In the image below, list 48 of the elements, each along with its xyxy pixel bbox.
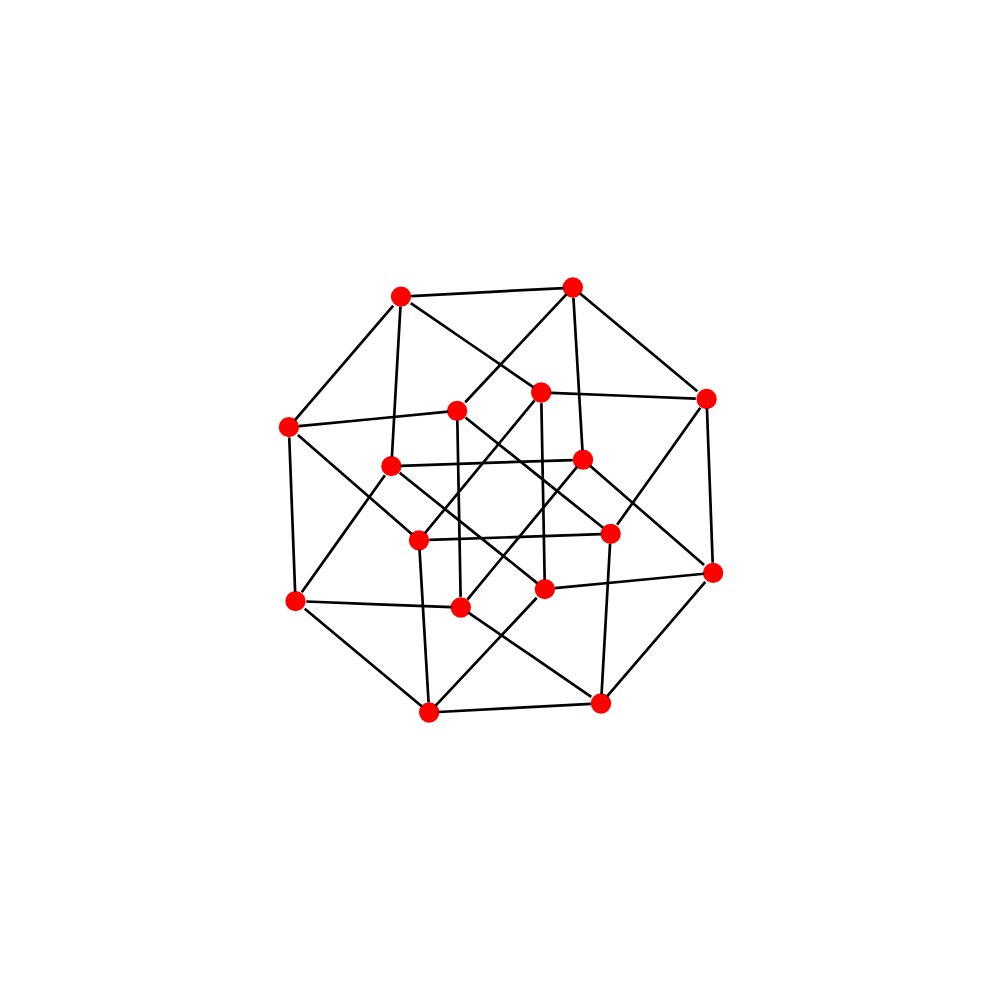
connector (463, 293, 567, 404)
node-circle (599, 523, 620, 545)
node-circle (449, 597, 470, 618)
connector (389, 306, 401, 458)
connector (553, 572, 704, 590)
connector (599, 543, 611, 695)
node-circle (530, 382, 551, 403)
connector (296, 434, 412, 536)
connector (292, 304, 394, 422)
connector (578, 292, 698, 393)
node-circle (695, 388, 716, 410)
connector (299, 474, 385, 593)
node-circle (407, 530, 429, 551)
connector (417, 549, 429, 703)
node-circle (284, 590, 305, 612)
connector (549, 391, 695, 400)
connector (588, 464, 704, 567)
connector (571, 297, 583, 451)
node-circle (533, 579, 554, 600)
node-circle (589, 693, 611, 714)
connector (466, 611, 591, 698)
connector (465, 466, 578, 601)
connector (605, 581, 706, 698)
connector (422, 399, 535, 534)
connector (539, 403, 545, 580)
node-circle (701, 562, 723, 584)
connector (397, 471, 538, 585)
node-circle (380, 455, 401, 477)
connector (704, 408, 714, 563)
connector (399, 458, 572, 468)
node-circle (571, 449, 593, 470)
connector (297, 410, 448, 428)
connector (433, 596, 537, 707)
connector (410, 286, 563, 298)
node-circle (561, 277, 582, 298)
node-circle (277, 416, 299, 438)
connector (428, 532, 601, 542)
connector (409, 302, 534, 389)
connector (302, 607, 422, 708)
connector (305, 600, 451, 609)
connector (463, 416, 603, 529)
connector (615, 407, 701, 526)
node-circle (389, 286, 411, 307)
connector (437, 702, 590, 714)
node-circle (418, 702, 439, 723)
node-circle (446, 400, 467, 421)
connector (455, 420, 461, 597)
connector (286, 437, 296, 592)
